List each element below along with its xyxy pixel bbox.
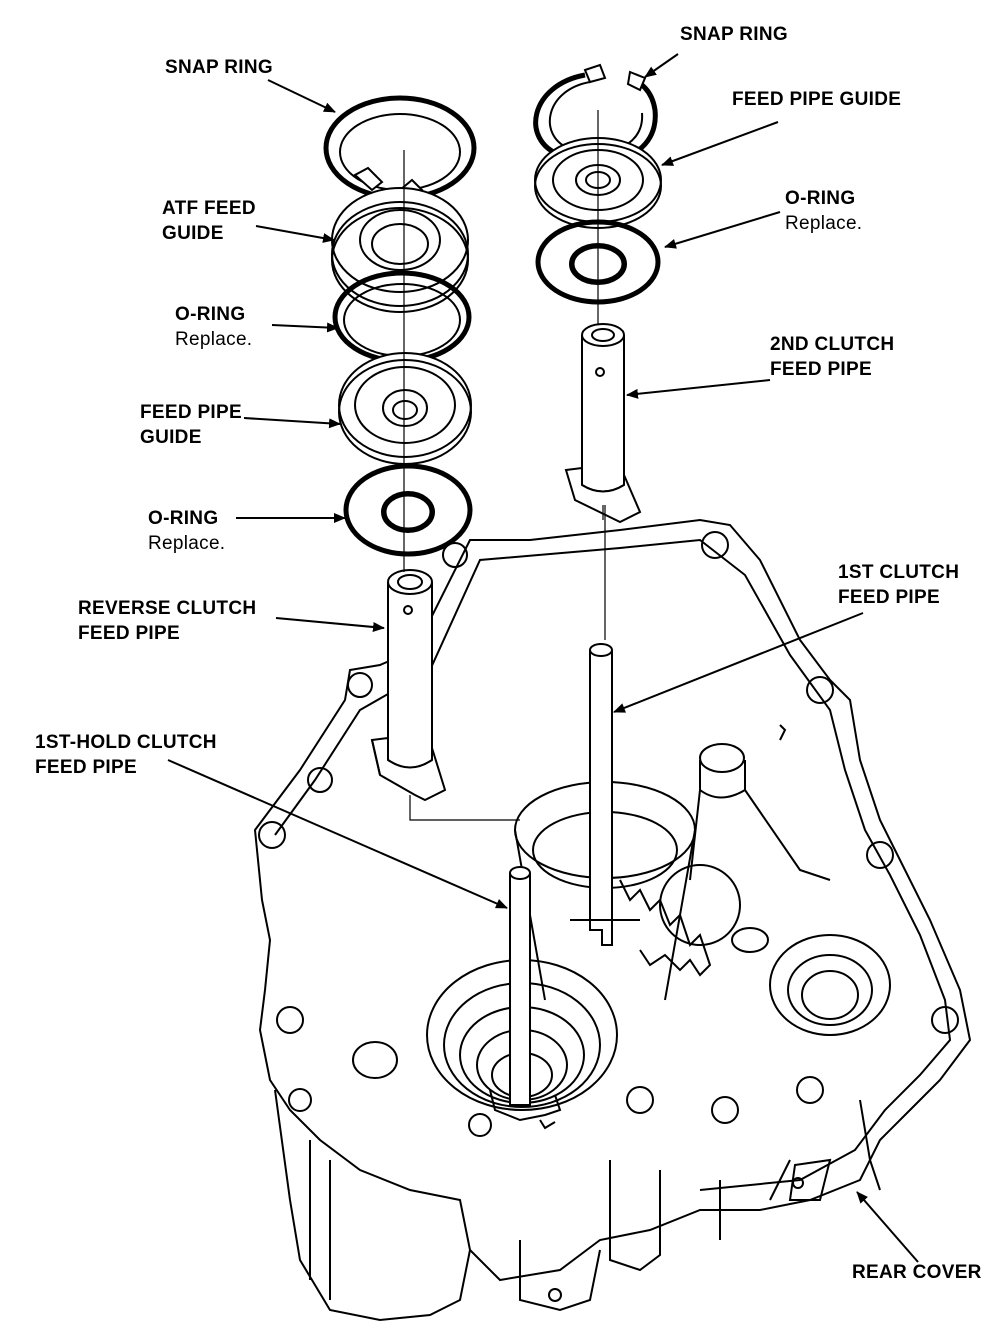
- label-line-2: GUIDE: [162, 223, 224, 244]
- label-line-1: O-RING: [148, 508, 219, 529]
- label-text: SNAP RING: [680, 24, 788, 45]
- label-text: REAR COVER: [852, 1262, 982, 1283]
- label-line-2: FEED PIPE: [770, 359, 872, 380]
- label-line-1: FEED PIPE: [140, 402, 242, 423]
- label-snap-ring-right: SNAP RING: [680, 22, 788, 47]
- label-feed-pipe-guide-right: FEED PIPE GUIDE: [732, 87, 901, 112]
- label-line-1: 1ST-HOLD CLUTCH: [35, 732, 217, 753]
- label-line-1: 2ND CLUTCH: [770, 334, 895, 355]
- first-clutch-pipe-part: [570, 643, 640, 946]
- label-line-2: FEED PIPE: [838, 587, 940, 608]
- label-line-1: O-RING: [785, 188, 856, 209]
- label-first-hold-clutch-feed-pipe: 1ST-HOLD CLUTCH FEED PIPE: [35, 730, 217, 780]
- label-first-clutch-feed-pipe: 1ST CLUTCH FEED PIPE: [838, 560, 959, 610]
- label-rear-cover: REAR COVER: [852, 1260, 982, 1285]
- atf-feed-guide-part: [331, 187, 469, 313]
- label-atf-feed-guide: ATF FEED GUIDE: [162, 196, 256, 246]
- label-line-2: Replace.: [785, 213, 863, 234]
- label-reverse-clutch-feed-pipe: REVERSE CLUTCH FEED PIPE: [78, 596, 256, 646]
- label-line-2: GUIDE: [140, 427, 202, 448]
- first-hold-clutch-pipe-part: [489, 866, 562, 1130]
- label-line-2: FEED PIPE: [35, 757, 137, 778]
- label-o-ring-left-upper: O-RING Replace.: [175, 302, 252, 352]
- label-second-clutch-feed-pipe: 2ND CLUTCH FEED PIPE: [770, 332, 894, 382]
- leader-arrows: [167, 53, 919, 1263]
- second-clutch-pipe-part: [564, 323, 642, 524]
- snap-ring-left-part: [323, 95, 477, 201]
- label-line-1: 1ST CLUTCH: [838, 562, 960, 583]
- label-o-ring-left-lower: O-RING Replace.: [148, 506, 225, 556]
- label-feed-pipe-guide-left: FEED PIPE GUIDE: [140, 400, 242, 450]
- reverse-clutch-pipe-part: [370, 569, 447, 802]
- label-text: FEED PIPE GUIDE: [732, 89, 902, 110]
- label-text: SNAP RING: [165, 57, 273, 78]
- label-line-1: REVERSE CLUTCH: [78, 598, 257, 619]
- label-line-2: FEED PIPE: [78, 623, 180, 644]
- o-ring-left-lower-part: [343, 463, 473, 557]
- label-line-1: ATF FEED: [162, 198, 256, 219]
- label-line-1: O-RING: [175, 304, 246, 325]
- label-line-2: Replace.: [148, 533, 226, 554]
- label-line-2: Replace.: [175, 329, 253, 350]
- label-snap-ring-left: SNAP RING: [165, 55, 273, 80]
- feed-pipe-guide-left-part: [338, 352, 472, 465]
- label-o-ring-right: O-RING Replace.: [785, 186, 862, 236]
